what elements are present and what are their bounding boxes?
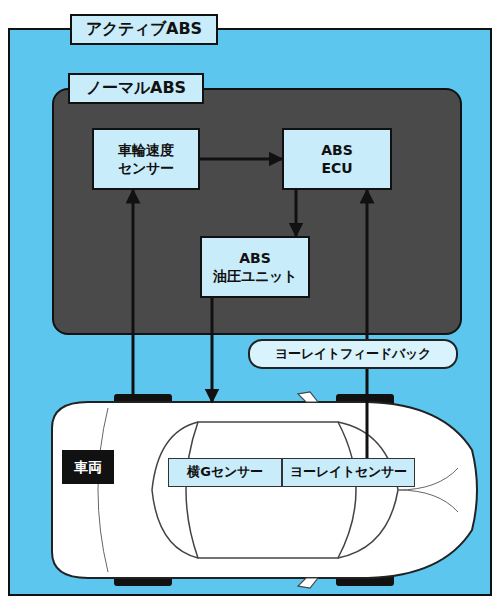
box-label: 車輪速度センサー bbox=[114, 141, 178, 177]
box-label: ヨーレイトセンサー bbox=[290, 464, 407, 481]
sensor-box: ヨーレイトセンサー bbox=[282, 458, 415, 487]
region-title: アクティブABS bbox=[70, 14, 218, 45]
component-box: ABS ECU bbox=[282, 128, 392, 190]
box-label: ABS ECU bbox=[312, 141, 362, 177]
car-illustration bbox=[48, 388, 484, 592]
signal-arrow bbox=[200, 158, 282, 161]
signal-arrow bbox=[366, 190, 369, 458]
signal-arrow bbox=[132, 190, 135, 394]
box-label: ABS 油圧ユニット bbox=[209, 249, 301, 285]
signal-arrow bbox=[211, 298, 214, 402]
component-box: 車輪速度センサー bbox=[92, 128, 200, 190]
region-title: ノーマルABS bbox=[68, 73, 204, 104]
vehicle-label: 車両 bbox=[62, 450, 114, 484]
box-label: 横Gセンサー bbox=[187, 464, 263, 481]
component-box: ABS 油圧ユニット bbox=[200, 236, 310, 298]
sensor-box: 横Gセンサー bbox=[168, 458, 282, 487]
signal-arrow bbox=[295, 190, 298, 236]
edge-label: ヨーレイトフィードバック bbox=[248, 339, 458, 369]
normal-abs-panel: ノーマルABS車輪速度センサーABS ECUABS 油圧ユニット bbox=[52, 88, 462, 335]
